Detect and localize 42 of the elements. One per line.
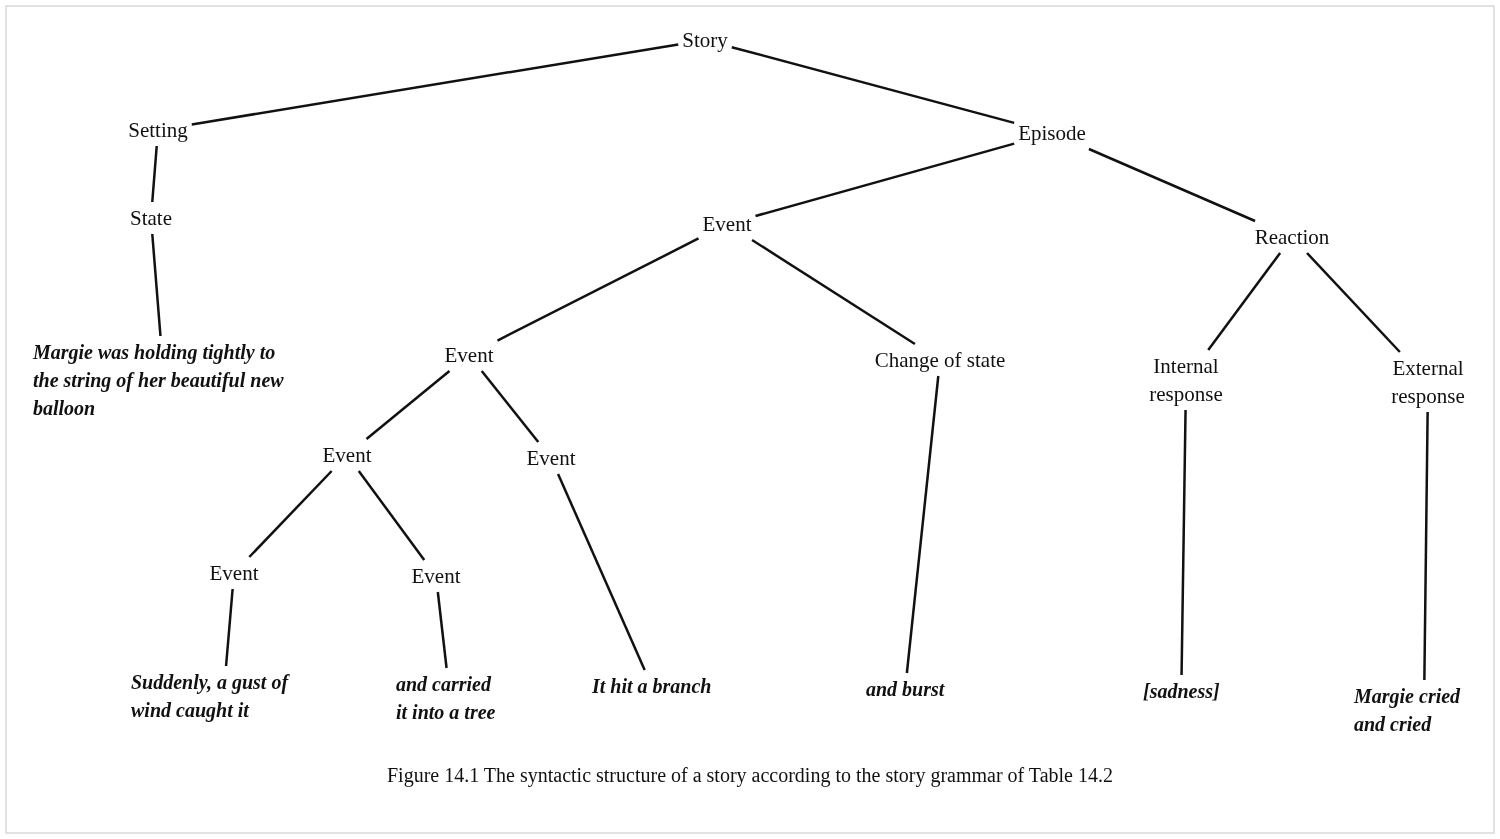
- tree-branch-line: [751, 238, 916, 346]
- tree-branch-line: [357, 470, 426, 561]
- category-label: External response: [1390, 355, 1466, 410]
- tree-branch-line: [1306, 252, 1401, 353]
- tree-branch-line: [1088, 147, 1256, 223]
- tree-branch-line: [480, 370, 540, 443]
- tree-branch-line: [905, 375, 940, 674]
- category-label: Event: [322, 442, 372, 469]
- category-label: Episode: [1018, 120, 1086, 147]
- story-text: Margie was holding tightly to the string of her beautiful new balloon: [33, 340, 285, 421]
- figure-caption: Figure 14.1 The syntactic structure of a story according to the story grammar of Table 14.2: [387, 764, 1113, 786]
- tree-branch-line: [755, 142, 1015, 218]
- category-label: Event: [209, 560, 259, 587]
- tree-branch-line: [731, 45, 1015, 125]
- category-label: Internal response: [1148, 353, 1224, 408]
- category-label: Event: [444, 342, 494, 369]
- tree-branch-line: [151, 145, 158, 203]
- tree-branch-line: [436, 591, 448, 669]
- tree-branch-line: [248, 470, 333, 558]
- tree-branch-line: [151, 233, 162, 337]
- story-text: Suddenly, a gust of wind caught it: [131, 670, 291, 724]
- tree-branch-line: [224, 588, 234, 667]
- tree-branch-line: [496, 237, 700, 342]
- category-label: Event: [702, 211, 752, 238]
- category-label: Event: [526, 445, 576, 472]
- story-text: and burst: [866, 677, 945, 702]
- story-text: [sadness]: [1143, 679, 1220, 704]
- tree-branch-line: [556, 473, 646, 671]
- category-label: Story: [682, 27, 728, 54]
- category-label: State: [130, 205, 172, 232]
- tree-branch-line: [191, 43, 679, 126]
- tree-branch-line: [1180, 410, 1187, 675]
- tree-branch-line: [1423, 412, 1429, 680]
- tree-branch-line: [365, 370, 451, 440]
- category-label: Event: [411, 563, 461, 590]
- tree-branch-line: [1207, 252, 1282, 351]
- story-text: It hit a branch: [592, 674, 712, 699]
- story-text: Margie cried and cried: [1354, 684, 1462, 737]
- category-label: Change of state: [874, 347, 1006, 374]
- category-label: Reaction: [1254, 224, 1330, 251]
- category-label: Setting: [128, 117, 188, 144]
- story-text: and carried it into a tree: [396, 672, 497, 725]
